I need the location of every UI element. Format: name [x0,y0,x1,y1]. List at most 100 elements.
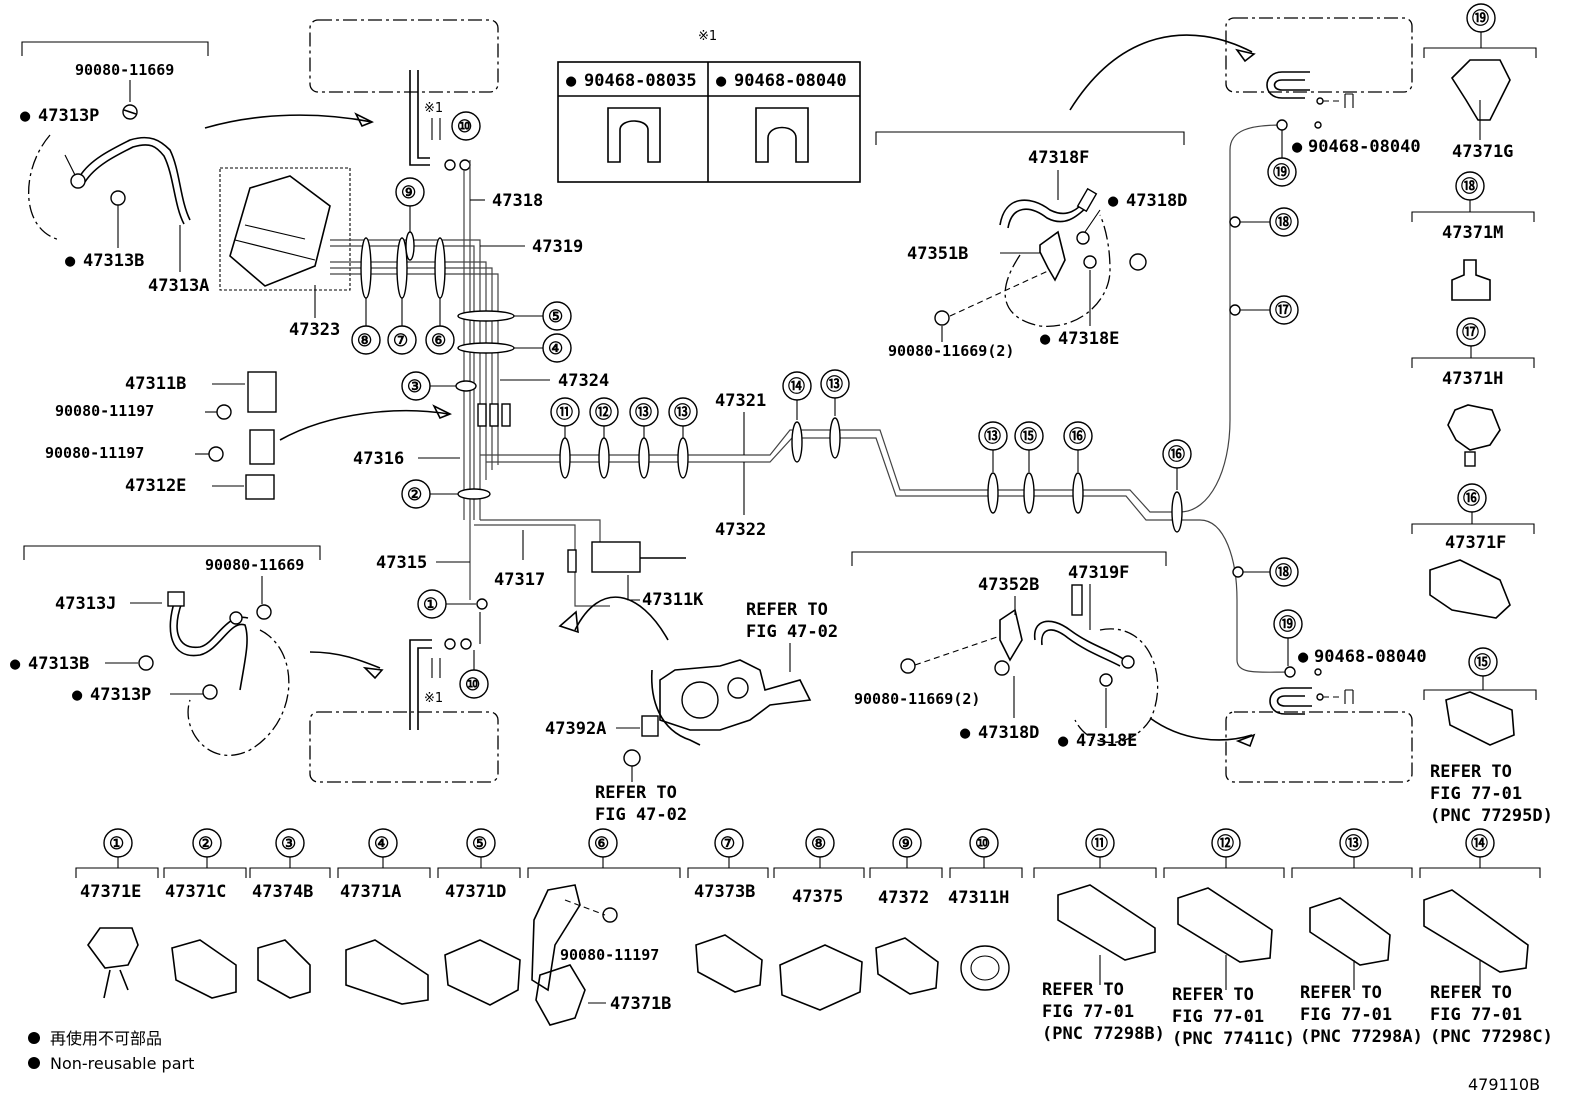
callout-7: ⑦ [720,834,735,854]
callout-13: ⑬ [826,374,843,395]
figure-id: 479110B [1468,1075,1540,1094]
bolt-label: 90080-11669(2) [854,690,980,708]
nut-icon [110,190,126,206]
bolt-label: 90080-11197 [560,946,659,964]
callout-14: ⑭ [788,376,805,397]
part-47313J: 47313J [55,594,116,614]
callout-1: ① [109,834,124,854]
bracket-icon [531,884,581,992]
part-47318D: 47318D [1126,191,1187,211]
callout-7: ⑦ [393,331,408,351]
bolt-icon [900,658,916,674]
callout-15: ⑮ [1020,426,1037,447]
refer-label: REFER TO [595,783,677,803]
part-47319F: 47319F [1068,563,1129,583]
part-47311K: 47311K [642,590,704,610]
callout-4: ④ [374,834,389,854]
note-mark: ※1 [424,101,443,116]
bolt-label: 90080-11669 [75,61,174,79]
refer-pnc: (PNC 77295D) [1430,806,1553,826]
clip-part-bottom: 90468-08040 [1314,647,1427,667]
clip-47375-icon [779,944,863,1011]
callout-10: ⑩ [457,117,472,137]
part-47371A: 47371A [340,882,401,902]
part-47373B: 47373B [694,882,755,902]
note-mark: ※1 [698,29,717,44]
callout-1: ① [423,595,438,615]
grommet-icon [960,945,1010,991]
refer-label: REFER TO [746,600,828,620]
refer-label: REFER TO [1042,980,1124,1000]
callout-13: ⑬ [1345,833,1362,854]
part-47321: 47321 [715,391,766,411]
callout-12: ⑫ [595,402,612,423]
callout-5: ⑤ [472,834,487,854]
callout-16: ⑯ [1463,488,1480,509]
nonreusable-mark: ● [20,106,31,126]
master-cylinder: REFER TO FIG 47-02 47392A REFER TO FIG 4… [545,596,838,825]
refer-label: REFER TO [1172,985,1254,1005]
callout-2: ② [198,834,213,854]
nonreusable-mark: ● [1040,329,1051,349]
clip-47371E-icon [87,927,139,999]
clip-part-a: 90468-08035 [584,71,697,91]
part-47323: 47323 [289,320,340,340]
clip-47371D-icon [444,939,521,1006]
refer-label: REFER TO [1430,762,1512,782]
part-47371D: 47371D [445,882,506,902]
clip-table: ※1 ● 90468-08035 ● 90468-08040 [557,29,861,183]
callout-3: ③ [407,377,422,397]
direction-arrow [204,114,373,129]
part-47313P: 47313P [90,685,151,705]
callout-18: ⑱ [1275,562,1292,583]
detail-box-rear-top [1069,17,1413,111]
callout-4: ④ [548,339,563,359]
part-47313B: 47313B [83,251,144,271]
clip-47374B-icon [257,939,311,999]
bolt-icon [122,104,138,120]
part-47313P: 47313P [38,106,99,126]
refer-pnc: (PNC 77298B) [1042,1024,1165,1044]
part-47318: 47318 [492,191,543,211]
legend: 再使用不可部品 Non-reusable part [28,1029,194,1073]
nonreusable-dot-icon [28,1032,40,1044]
part-47371H: 47371H [1442,369,1503,389]
callout-16: ⑯ [1168,444,1185,465]
clip-ref-icon [1177,887,1273,963]
clip-part-b: 90468-08040 [734,71,847,91]
direction-arrow [279,409,449,441]
part-47318E: 47318E [1076,731,1137,751]
callout-6: ⑥ [431,331,446,351]
callout-11: ⑪ [1091,833,1108,854]
clip-47371A-icon [345,939,429,1005]
part-47374B: 47374B [252,882,313,902]
callout-15: ⑮ [1474,652,1491,673]
clip-icon [755,107,809,163]
part-47371M: 47371M [1442,223,1503,243]
refer-fig: FIG 77-01 [1172,1007,1264,1027]
refer-pnc: (PNC 77298A) [1300,1027,1423,1047]
part-47371C: 47371C [165,882,226,902]
callout-19: ⑲ [1472,8,1489,29]
clip-icon [607,107,661,163]
nut-icon [202,684,218,700]
callout-13: ⑬ [674,402,691,423]
callout-8: ⑧ [357,331,372,351]
nut-icon [70,173,86,189]
note-mark: ※1 [424,691,443,706]
callout-9: ⑨ [401,183,416,203]
rear-left-hose-group: 47318F ● 47318D 47351B 90080-11669(2) ● … [875,131,1187,360]
bolt-icon [934,310,950,326]
part-47312E: 47312E [125,476,186,496]
detail-box-rear-bottom [1149,687,1413,783]
part-47371F: 47371F [1445,533,1506,553]
bolt-label: 90080-11197 [55,402,154,420]
clip-47371B-icon [535,964,586,1026]
part-47313B: 47313B [28,654,89,674]
clip-47371D-ref-icon [1445,691,1515,746]
refer-fig: FIG 47-02 [595,805,687,825]
part-47322: 47322 [715,520,766,540]
nonreusable-mark: ● [1058,731,1069,751]
